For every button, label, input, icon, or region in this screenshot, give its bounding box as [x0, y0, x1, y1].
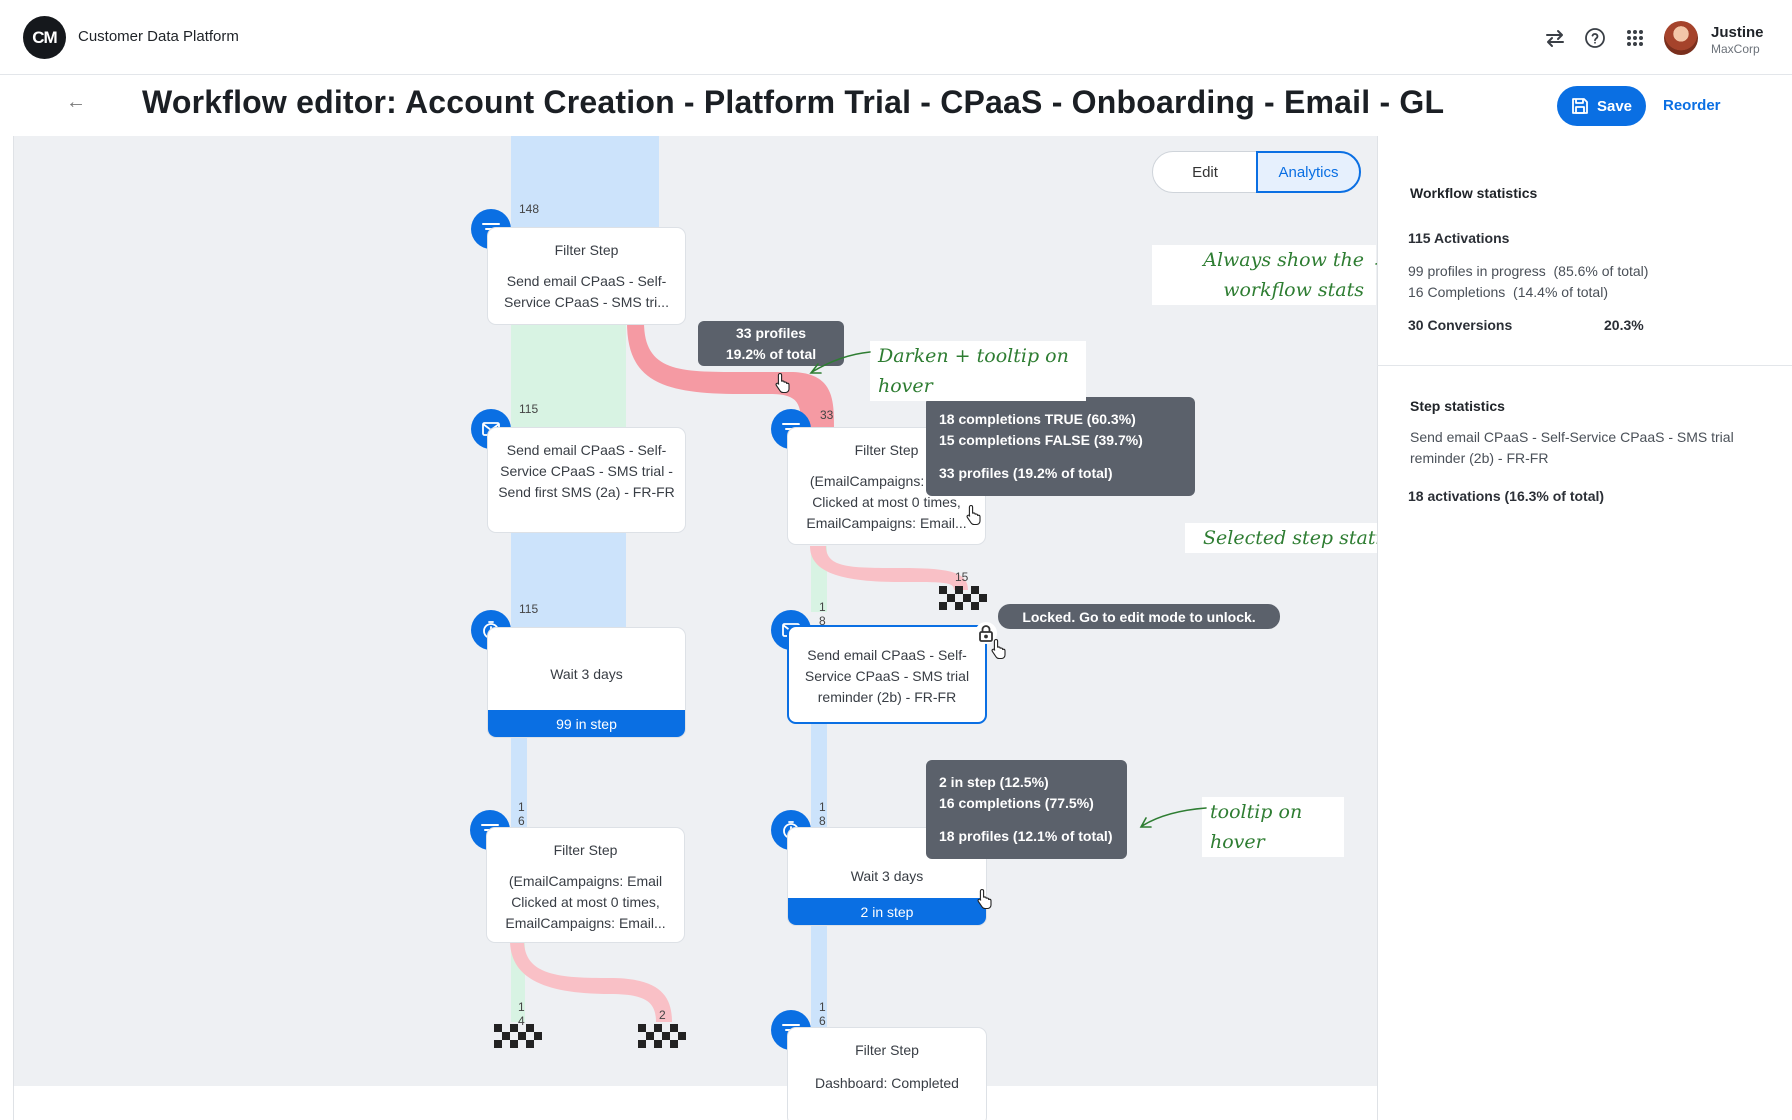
statistics-panel [1377, 136, 1792, 1120]
annotation-line: workflow stats [1223, 279, 1364, 301]
step-title: Filter Step [553, 842, 618, 858]
lock-icon[interactable] [975, 622, 997, 644]
canvas-footer [13, 1086, 1377, 1120]
step-description: Send email CPaaS - Self-Service CPaaS - … [804, 647, 970, 705]
step-activations-stat: 18 activations (16.3% of total) [1408, 488, 1605, 504]
step-statistics-heading: Step statistics [1410, 398, 1505, 414]
conversions-stat: 30 Conversions [1408, 317, 1513, 333]
locked-tooltip: Locked. Go to edit mode to unlock. [998, 604, 1280, 629]
annotation-workflow-stats: Always show the workflow stats [1152, 245, 1376, 305]
back-arrow-icon[interactable]: ← [66, 91, 86, 113]
flow-count: 148 [519, 202, 540, 216]
tooltip-line: 16 completions (77.5%) [939, 795, 1094, 811]
annotation-hover-flow: Darken + tooltip on hover [870, 341, 1086, 401]
flow-green-1 [511, 322, 626, 428]
mode-toggle: Edit Analytics [1152, 151, 1361, 193]
step-tooltip: 2 in step (12.5%) 16 completions (77.5%)… [926, 760, 1127, 859]
step-card-filter[interactable]: Filter Step Dashboard: Completed [787, 1027, 987, 1120]
step-title: Wait 3 days [550, 666, 623, 682]
save-icon [1572, 98, 1588, 114]
step-card-wait[interactable]: Wait 3 days 99 in step [487, 627, 686, 738]
flow-count: 1 8 [819, 800, 826, 828]
step-description: (EmailCampaigns: Email Clicked at most 0… [505, 873, 666, 931]
exit-flag-icon [939, 586, 987, 610]
analytics-mode-button[interactable]: Analytics [1256, 151, 1361, 193]
flow-tooltip: 33 profiles 19.2% of total [698, 321, 844, 366]
flow-count: 1 6 [819, 1000, 826, 1028]
step-description: Dashboard: Completed [815, 1075, 959, 1091]
user-org: MaxCorp [1711, 42, 1760, 56]
edit-mode-button[interactable]: Edit [1192, 163, 1218, 181]
exit-count: 1 4 [518, 1000, 525, 1028]
exit-count: 2 [659, 1008, 666, 1022]
save-label: Save [1596, 97, 1633, 115]
exit-count: 15 [955, 570, 969, 584]
tooltip-line: 33 profiles (19.2% of total) [939, 465, 1113, 481]
step-card-email[interactable]: Send email CPaaS - Self-Service CPaaS - … [487, 427, 686, 533]
step-description: Send email CPaaS - Self-Service CPaaS - … [498, 442, 675, 500]
step-card-email-selected[interactable]: Send email CPaaS - Self-Service CPaaS - … [787, 625, 987, 724]
tooltip-line: 18 profiles (12.1% of total) [939, 828, 1113, 844]
flow-count: 33 [820, 408, 834, 422]
annotation-hover-step: tooltip on hover [1202, 797, 1344, 857]
flow-blue-3 [511, 738, 527, 828]
in-progress-stat: 99 profiles in progress (85.6% of total) [1408, 263, 1649, 279]
step-description: (EmailCampaigns: Email Clicked at most 0… [806, 473, 967, 531]
flow-count: 115 [519, 602, 539, 616]
canvas-border [13, 136, 14, 1120]
tooltip-line: 19.2% of total [725, 346, 817, 362]
step-card-filter[interactable]: Filter Step Send email CPaaS - Self-Serv… [487, 227, 686, 325]
exit-flag-icon [638, 1024, 686, 1048]
completions-stat: 16 Completions (14.4% of total) [1408, 284, 1608, 300]
conversions-percent: 20.3% [1604, 317, 1644, 333]
panel-divider [1377, 365, 1792, 366]
step-title: Filter Step [855, 1042, 919, 1058]
tooltip-line: 15 completions FALSE (39.7%) [939, 432, 1143, 448]
workflow-statistics-heading: Workflow statistics [1410, 185, 1538, 201]
annotation-line: Always show the [1203, 249, 1364, 271]
activations-stat: 115 Activations [1408, 230, 1510, 246]
flow-count: 115 [519, 402, 539, 416]
in-step-bar: 2 in step [788, 898, 986, 925]
hand-cursor-icon [775, 372, 790, 394]
flow-count: 1 6 [518, 800, 525, 828]
save-button[interactable]: Save [1557, 86, 1646, 126]
selected-step-name: Send email CPaaS - Self-Service CPaaS - … [1410, 429, 1734, 466]
hand-cursor-icon [977, 888, 992, 910]
tooltip-line: 33 profiles [735, 325, 807, 341]
user-name[interactable]: Justine [1711, 24, 1764, 41]
hand-cursor-icon [991, 638, 1006, 660]
switch-icon[interactable] [1542, 25, 1568, 51]
flow-count: 1 8 [819, 600, 826, 628]
flow-blue-entry [511, 136, 659, 228]
tooltip-line: 18 completions TRUE (60.3%) [939, 411, 1136, 427]
step-description: Send email CPaaS - Self-Service CPaaS - … [504, 273, 669, 310]
flow-red-branch-2 [810, 546, 968, 590]
apps-grid-icon[interactable] [1622, 25, 1648, 51]
avatar[interactable] [1664, 21, 1698, 55]
help-icon[interactable] [1582, 25, 1608, 51]
flow-blue-2 [511, 530, 626, 628]
top-bar: CM Customer Data Platform Justine MaxCor… [0, 0, 1792, 75]
step-title: Filter Step [854, 442, 919, 458]
hand-cursor-icon [966, 504, 981, 526]
app-name: Customer Data Platform [78, 28, 239, 45]
step-title: Wait 3 days [850, 868, 924, 884]
flow-blue-7 [811, 926, 827, 1028]
flow-red-branch-3 [510, 940, 672, 1022]
reorder-link[interactable]: Reorder [1663, 97, 1721, 114]
step-card-filter[interactable]: Filter Step (EmailCampaigns: Email Click… [486, 827, 685, 943]
cm-logo[interactable]: CM [23, 16, 66, 59]
exit-flag-icon [494, 1024, 542, 1048]
flow-blue-6 [811, 724, 827, 828]
page-title: Workflow editor: Account Creation - Plat… [142, 84, 1445, 120]
step-tooltip: 18 completions TRUE (60.3%) 15 completio… [926, 397, 1195, 496]
step-title: Filter Step [554, 242, 619, 258]
flow-red-branch-1 [627, 322, 834, 428]
in-step-bar: 99 in step [488, 710, 685, 737]
tooltip-line: 2 in step (12.5%) [939, 774, 1049, 790]
